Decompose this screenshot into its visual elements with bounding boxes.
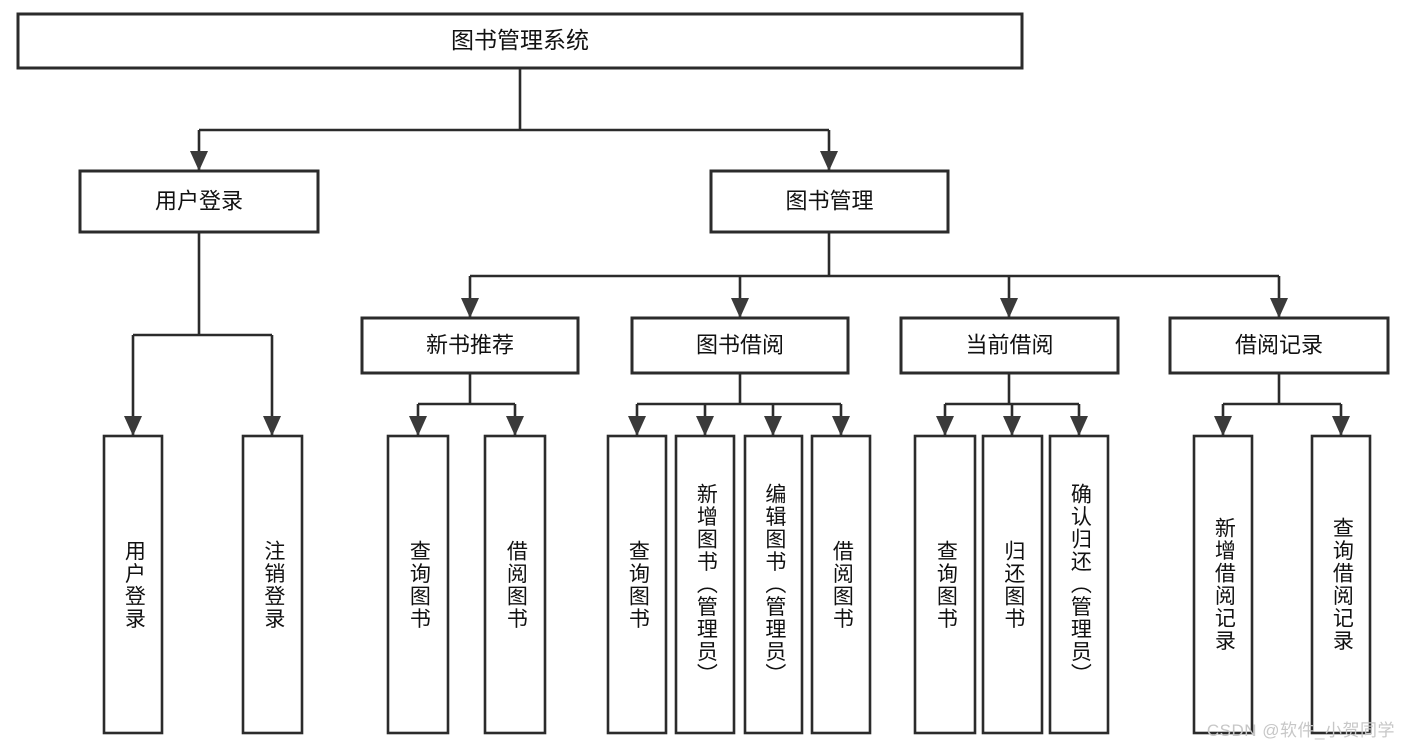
- watermark-text: CSDN @软件_小贺同学: [1206, 721, 1395, 740]
- arrowhead-icon: [190, 151, 208, 171]
- arrowhead-icon: [1270, 298, 1288, 318]
- node-box-leaf-query-book-3[interactable]: [913, 434, 977, 735]
- arrowhead-icon: [764, 416, 782, 436]
- node-label-new-book-recommend: 新书推荐: [426, 332, 514, 357]
- arrowhead-icon: [1070, 416, 1088, 436]
- node-box-leaf-query-book-2[interactable]: [606, 434, 668, 735]
- arrowhead-icon: [506, 416, 524, 436]
- node-box-leaf-add-book-admin[interactable]: [674, 434, 736, 735]
- connector-layer: [124, 68, 1350, 436]
- node-box-borrow-record[interactable]: [1168, 316, 1390, 375]
- node-box-leaf-logout-login[interactable]: [241, 434, 304, 735]
- node-box-user-login[interactable]: [78, 169, 320, 234]
- connector-conn-borrowrecord-bus: [1214, 373, 1350, 436]
- arrowhead-icon: [731, 298, 749, 318]
- node-box-leaf-return-book[interactable]: [981, 434, 1044, 735]
- node-box-leaf-borrow-book-1[interactable]: [483, 434, 547, 735]
- node-box-leaf-edit-book-admin[interactable]: [743, 434, 804, 735]
- node-label-book-manage: 图书管理: [785, 188, 873, 213]
- node-box-leaf-borrow-book-2[interactable]: [810, 434, 872, 735]
- node-box-leaf-add-borrow-record[interactable]: [1192, 434, 1254, 735]
- arrowhead-icon: [124, 416, 142, 436]
- node-label-current-borrow: 当前借阅: [965, 332, 1053, 357]
- arrowhead-icon: [1000, 298, 1018, 318]
- connector-conn-bookmanage-bus: [461, 232, 1288, 318]
- arrowhead-icon: [832, 416, 850, 436]
- node-label-book-borrow: 图书借阅: [696, 332, 784, 357]
- connector-conn-root-bus: [190, 68, 838, 171]
- arrowhead-icon: [936, 416, 954, 436]
- node-label-root: 图书管理系统: [451, 27, 589, 53]
- arrowhead-icon: [1332, 416, 1350, 436]
- connector-conn-bookborrow-bus: [628, 373, 850, 436]
- node-box-new-book-recommend[interactable]: [360, 316, 580, 375]
- node-box-leaf-confirm-return-admin[interactable]: [1048, 434, 1110, 735]
- connector-conn-userlogin-bus: [124, 232, 281, 436]
- node-box-book-borrow[interactable]: [630, 316, 850, 375]
- connector-conn-newbook-bus: [409, 373, 524, 436]
- node-box-root[interactable]: [16, 12, 1024, 70]
- node-box-current-borrow[interactable]: [899, 316, 1120, 375]
- arrowhead-icon: [461, 298, 479, 318]
- node-label-user-login: 用户登录: [155, 188, 243, 213]
- node-box-leaf-query-borrow-record[interactable]: [1310, 434, 1372, 735]
- arrowhead-icon: [820, 151, 838, 171]
- arrowhead-icon: [263, 416, 281, 436]
- node-box-leaf-query-book-1[interactable]: [386, 434, 450, 735]
- arrowhead-icon: [696, 416, 714, 436]
- box-layer: [16, 12, 1390, 735]
- arrowhead-icon: [409, 416, 427, 436]
- node-box-book-manage[interactable]: [709, 169, 950, 234]
- arrowhead-icon: [1003, 416, 1021, 436]
- node-box-leaf-user-login[interactable]: [102, 434, 164, 735]
- node-label-borrow-record: 借阅记录: [1235, 332, 1323, 357]
- connector-conn-currentborrow-bus: [936, 373, 1088, 436]
- arrowhead-icon: [628, 416, 646, 436]
- arrowhead-icon: [1214, 416, 1232, 436]
